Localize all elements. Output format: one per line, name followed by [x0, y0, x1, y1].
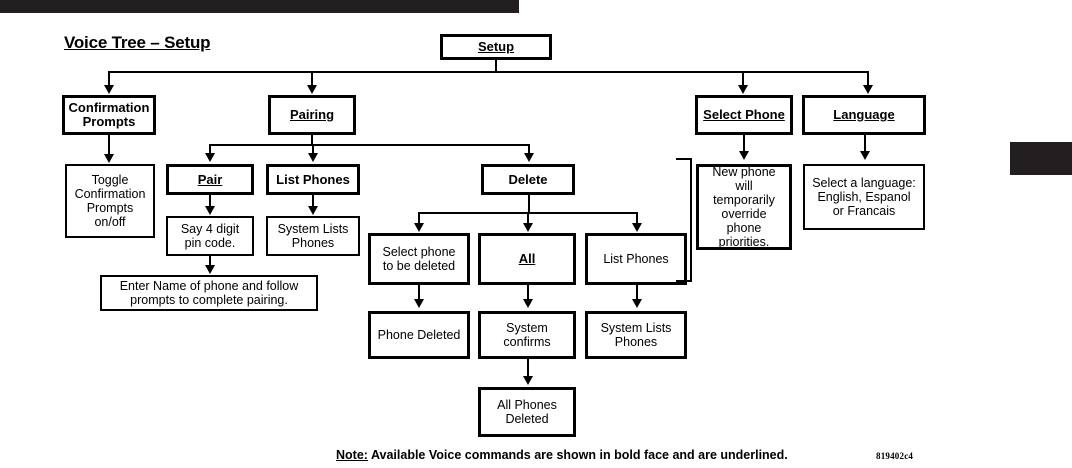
connector-listphones-to-systemlists	[312, 195, 314, 207]
arrowhead-pairing	[307, 85, 317, 94]
node-list-phones-delete-label: List Phones	[603, 252, 669, 266]
node-enter-name-label: Enter Name of phone and follow prompts t…	[119, 279, 299, 307]
arrowhead-select-phone	[738, 85, 748, 94]
arrowhead-language	[863, 85, 873, 94]
node-all[interactable]: All	[478, 233, 576, 285]
node-new-phone-override: New phone will temporarily override phon…	[696, 164, 792, 250]
node-delete[interactable]: Delete	[481, 164, 575, 195]
node-pairing[interactable]: Pairing	[268, 95, 356, 135]
connector-selectphone-to-phonedeleted	[418, 285, 420, 300]
node-language-label: Language	[833, 107, 895, 122]
node-pair-label: Pair	[197, 171, 223, 187]
page-title: Voice Tree – Setup	[64, 33, 211, 52]
connector-setup-to-pairing	[311, 71, 313, 86]
node-list-phones-pairing[interactable]: List Phones	[266, 164, 360, 195]
connector-listphones-to-systemlists-delete	[636, 285, 638, 300]
connector-setup-stem	[495, 60, 497, 72]
node-select-phone[interactable]: Select Phone	[695, 95, 793, 135]
arrowhead-system-lists-phones-delete	[632, 299, 642, 308]
connector-confirmation-to-toggle	[108, 135, 110, 156]
arrowhead-delete	[524, 153, 534, 162]
connector-selectphone-to-newphone	[743, 135, 745, 152]
node-system-confirms-label: System confirms	[503, 321, 551, 349]
arrowhead-list-phones-delete	[632, 223, 642, 232]
arrowhead-all-phones-deleted	[523, 376, 533, 385]
arrowhead-toggle-confirmation	[104, 154, 114, 163]
connector-setup-bus	[108, 71, 868, 73]
delete-group-bracket	[676, 158, 692, 282]
footer-note: Note: Available Voice commands are shown…	[336, 448, 788, 462]
node-say-pin-code: Say 4 digit pin code.	[166, 216, 254, 256]
node-list-phones-delete[interactable]: List Phones	[585, 233, 687, 285]
node-all-label: All	[518, 251, 536, 266]
arrowhead-system-lists-phones-pairing	[308, 206, 318, 215]
node-phone-deleted-label: Phone Deleted	[377, 328, 461, 342]
connector-setup-to-language	[867, 71, 869, 86]
node-pair[interactable]: Pair	[166, 164, 254, 195]
arrowhead-select-phone-to-delete	[414, 223, 424, 232]
connector-pairing-to-pair	[209, 144, 211, 154]
node-language[interactable]: Language	[802, 95, 926, 135]
node-select-phone-label: Select Phone	[703, 107, 785, 122]
node-setup[interactable]: Setup	[440, 34, 552, 60]
node-list-phones-pairing-label: List Phones	[276, 171, 350, 187]
node-new-phone-override-label: New phone will temporarily override phon…	[712, 165, 776, 249]
node-delete-label: Delete	[508, 171, 548, 187]
node-toggle-confirmation-prompts: Toggle Confirmation Prompts on/off	[65, 164, 155, 238]
node-setup-label: Setup	[477, 39, 515, 54]
connector-setup-to-confirmation	[108, 71, 110, 86]
node-confirmation-prompts-label: Confirmation Prompts	[68, 100, 150, 129]
node-system-confirms: System confirms	[478, 311, 576, 359]
node-system-lists-phones-delete: System Lists Phones	[585, 311, 687, 359]
node-system-lists-phones-pairing-label: System Lists Phones	[277, 222, 349, 250]
node-select-phone-to-delete: Select phone to be deleted	[368, 233, 470, 285]
node-select-a-language: Select a language: English, Espanol or F…	[803, 164, 925, 230]
footer-note-lead: Note:	[336, 448, 368, 462]
arrowhead-phone-deleted	[414, 299, 424, 308]
footer-note-text: Available Voice commands are shown in bo…	[367, 448, 788, 462]
arrowhead-select-a-language	[860, 151, 870, 160]
connector-pin-to-enter-name	[209, 256, 211, 266]
node-say-pin-code-label: Say 4 digit pin code.	[180, 222, 240, 250]
connector-pairing-to-delete	[528, 144, 530, 154]
connector-setup-to-select-phone	[742, 71, 744, 86]
arrowhead-confirmation-prompts	[104, 85, 114, 94]
connector-delete-to-all	[527, 212, 529, 224]
connector-systemconfirms-to-allphonesdeleted	[527, 359, 529, 377]
node-select-phone-to-delete-label: Select phone to be deleted	[382, 245, 456, 273]
connector-delete-to-select-phone	[418, 212, 420, 224]
side-black-tab	[1010, 142, 1072, 175]
arrowhead-pair	[205, 153, 215, 162]
arrowhead-system-confirms	[523, 299, 533, 308]
connector-pairing-bus	[209, 144, 529, 146]
node-phone-deleted: Phone Deleted	[368, 311, 470, 359]
arrowhead-say-pin	[205, 206, 215, 215]
connector-all-to-systemconfirms	[527, 285, 529, 300]
connector-pairing-to-list-phones	[312, 144, 314, 154]
node-system-lists-phones-delete-label: System Lists Phones	[600, 321, 672, 349]
arrowhead-new-phone-override	[739, 151, 749, 160]
node-pairing-label: Pairing	[289, 107, 335, 122]
node-confirmation-prompts[interactable]: Confirmation Prompts	[62, 95, 156, 135]
node-all-phones-deleted-label: All Phones Deleted	[497, 398, 557, 426]
node-system-lists-phones-pairing: System Lists Phones	[266, 216, 360, 256]
document-id: 819402c4	[876, 451, 914, 461]
node-select-a-language-label: Select a language: English, Espanol or F…	[812, 176, 916, 218]
connector-pairing-stem	[311, 135, 313, 145]
arrowhead-all	[523, 223, 533, 232]
connector-language-to-selectlanguage	[864, 135, 866, 152]
top-black-bar	[0, 0, 519, 13]
node-toggle-confirmation-prompts-label: Toggle Confirmation Prompts on/off	[74, 173, 146, 229]
arrowhead-enter-name	[205, 265, 215, 274]
arrowhead-list-phones-pairing	[308, 153, 318, 162]
node-all-phones-deleted: All Phones Deleted	[478, 387, 576, 437]
connector-pair-to-pin	[209, 195, 211, 207]
node-enter-name: Enter Name of phone and follow prompts t…	[100, 275, 318, 311]
connector-delete-to-list-phones	[636, 212, 638, 224]
connector-delete-stem	[528, 195, 530, 213]
